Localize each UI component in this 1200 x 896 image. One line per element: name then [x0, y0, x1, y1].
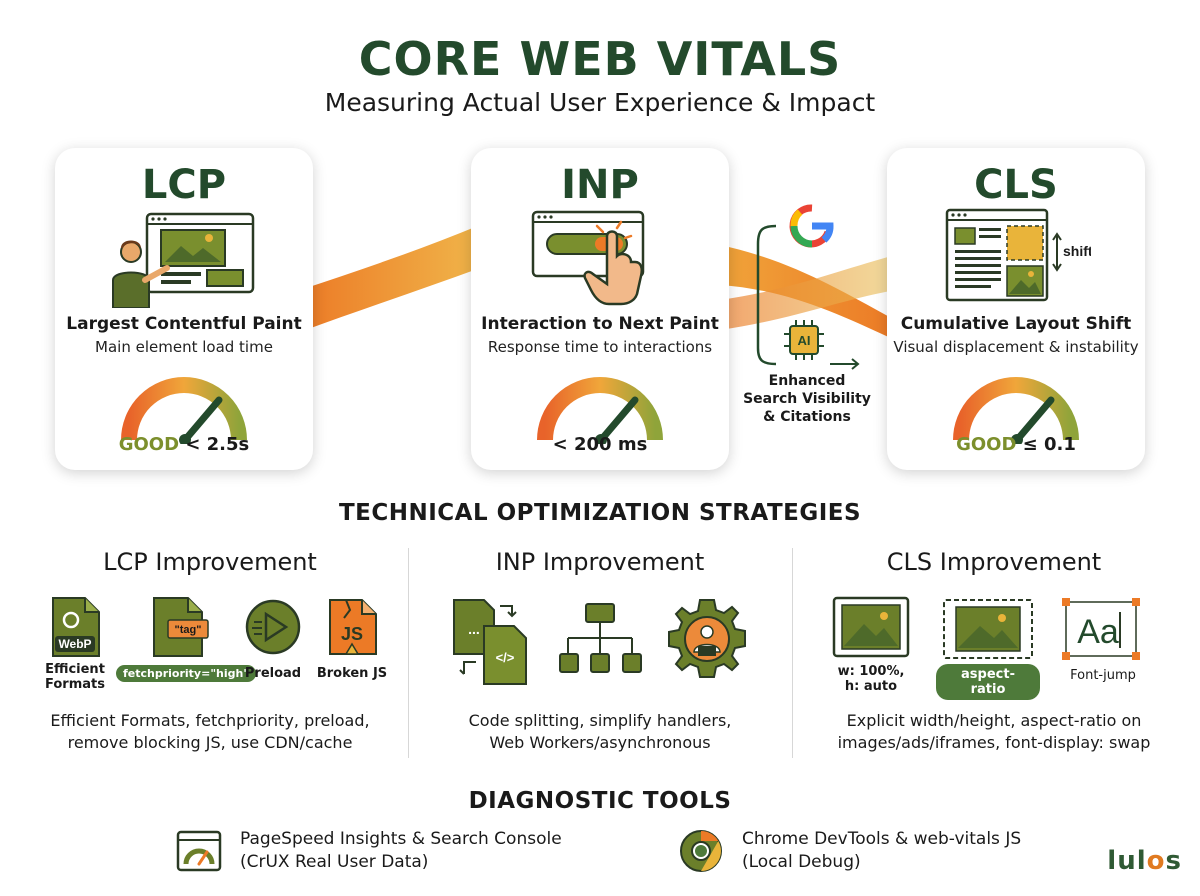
svg-text:...: ... — [468, 621, 480, 637]
cls-threshold: GOOD ≤ 0.1 — [887, 434, 1145, 455]
preload-caption: Preload — [244, 666, 302, 681]
chrome-icon — [680, 830, 722, 872]
ribbon-inp-cls-b — [720, 255, 895, 330]
lcp-improvement-summary: Efficient Formats, fetchpriority, preloa… — [50, 711, 370, 752]
search-text-line2: Search Visibility — [743, 391, 871, 407]
brand-logo: lulos — [1107, 846, 1182, 876]
lcp-improvement-title: LCP Improvement — [103, 548, 317, 576]
lcp-threshold-value: < 2.5s — [179, 434, 250, 455]
inp-improvement-summary: Code splitting, simplify handlers, Web W… — [468, 711, 732, 752]
divider-1 — [408, 548, 409, 758]
font-sample: Aa — [1077, 613, 1119, 651]
font-jump-item: Aa Font-jump — [1058, 598, 1148, 683]
lcp-metric-title: LCP — [141, 162, 227, 208]
search-visibility-graphic: AI — [756, 204, 860, 370]
google-icon — [789, 204, 834, 248]
webp-file-icon: WebP — [52, 597, 100, 657]
shift-label: shift — [1063, 243, 1091, 259]
font-jump-caption: Font-jump — [1070, 668, 1136, 683]
diagnostic-title: DIAGNOSTIC TOOLS — [468, 788, 732, 814]
cls-threshold-value: ≤ 0.1 — [1016, 434, 1076, 455]
width-height-item: w: 100%,h: auto — [828, 596, 914, 694]
inp-card: INP Interaction to Next Paint Response t… — [471, 148, 729, 470]
inp-threshold-value: < 200 ms — [552, 434, 648, 455]
cls-improvement-column: CLS Improvement w: 100%,h: auto aspect-r… — [798, 548, 1190, 758]
inp-metric-title: INP — [561, 162, 639, 208]
inp-gauge-icon — [537, 377, 663, 444]
tag-label: "tag" — [175, 624, 202, 636]
broken-js-item: JS Broken JS — [312, 598, 392, 681]
search-text-line1: Enhanced — [768, 373, 846, 389]
aspect-ratio-icon — [943, 599, 1033, 659]
lcp-name: Largest Contentful Paint — [66, 314, 302, 334]
code-label: </> — [496, 650, 515, 665]
pagespeed-text: PageSpeed Insights & Search Console (CrU… — [240, 829, 562, 872]
fetchpriority-pill: fetchpriority="high" — [116, 665, 257, 682]
inp-threshold: < 200 ms — [471, 434, 729, 455]
cls-improvement-icons: w: 100%,h: auto aspect-ratio Aa Font-jum… — [798, 596, 1190, 700]
aspect-ratio-pill: aspect-ratio — [936, 664, 1040, 700]
inp-name: Interaction to Next Paint — [481, 314, 719, 334]
js-label: JS — [341, 624, 363, 644]
fetchpriority-file-icon: "tag" — [153, 597, 209, 657]
webp-label: WebP — [58, 637, 91, 651]
page-subtitle: Measuring Actual User Experience & Impac… — [324, 88, 876, 117]
preload-item: Preload — [240, 598, 306, 681]
devtools-text: Chrome DevTools & web-vitals JS (Local D… — [742, 829, 1022, 872]
inp-improvement-title: INP Improvement — [495, 548, 705, 576]
width-height-caption: w: 100%,h: auto — [837, 664, 905, 694]
ai-label: AI — [798, 333, 811, 348]
lcp-illustration — [112, 212, 255, 308]
code-split-icon: ... </> — [453, 599, 527, 685]
inp-illustration — [531, 210, 645, 306]
preload-play-icon — [245, 599, 301, 655]
tool-pagespeed: PageSpeed Insights & Search Console (CrU… — [176, 826, 616, 878]
cls-illustration: shift — [945, 208, 1091, 302]
cls-desc: Visual displacement & instability — [893, 338, 1139, 356]
cls-good-label: GOOD — [956, 434, 1017, 455]
broken-js-caption: Broken JS — [316, 666, 388, 681]
font-jump-icon: Aa — [1062, 598, 1140, 660]
search-visibility-text: Enhanced Search Visibility & Citations — [738, 372, 876, 426]
cls-improvement-summary: Explicit width/height, aspect-ratio on i… — [837, 711, 1151, 752]
ai-chip-icon: AI — [784, 320, 824, 360]
inp-improvement-icons: ... </> — [412, 596, 788, 696]
cls-metric-title: CLS — [974, 162, 1058, 208]
lcp-card: LCP Largest Contentful Paint Main elemen… — [55, 148, 313, 470]
tool-devtools: Chrome DevTools & web-vitals JS (Local D… — [678, 826, 1058, 878]
inp-improvement-column: INP Improvement ... </> Code splitting, … — [412, 548, 788, 758]
cls-improvement-title: CLS Improvement — [886, 548, 1102, 576]
search-text-line3: & Citations — [763, 409, 851, 425]
cls-card: CLS shift Cumulative Layout Shift Visual… — [887, 148, 1145, 470]
ribbon-lcp-inp — [300, 225, 480, 332]
divider-2 — [792, 548, 793, 758]
web-worker-gear-icon — [668, 599, 746, 678]
handler-tree-icon — [559, 603, 642, 673]
lcp-threshold: GOOD < 2.5s — [55, 434, 313, 455]
page-title: CORE WEB VITALS — [358, 32, 842, 86]
fetchpriority-item: "tag" fetchpriority="high" — [116, 596, 257, 682]
pagespeed-icon — [176, 830, 222, 872]
lcp-gauge-icon — [121, 377, 247, 444]
cls-gauge-icon — [953, 377, 1079, 444]
lcp-good-label: GOOD — [118, 434, 180, 455]
lcp-desc: Main element load time — [95, 338, 273, 356]
broken-js-icon: JS — [329, 599, 377, 655]
technical-title: TECHNICAL OPTIMIZATION STRATEGIES — [338, 500, 862, 526]
aspect-ratio-item: aspect-ratio — [936, 598, 1040, 700]
inp-desc: Response time to interactions — [487, 338, 713, 356]
image-frame-icon — [832, 596, 910, 658]
cls-name: Cumulative Layout Shift — [900, 314, 1132, 334]
